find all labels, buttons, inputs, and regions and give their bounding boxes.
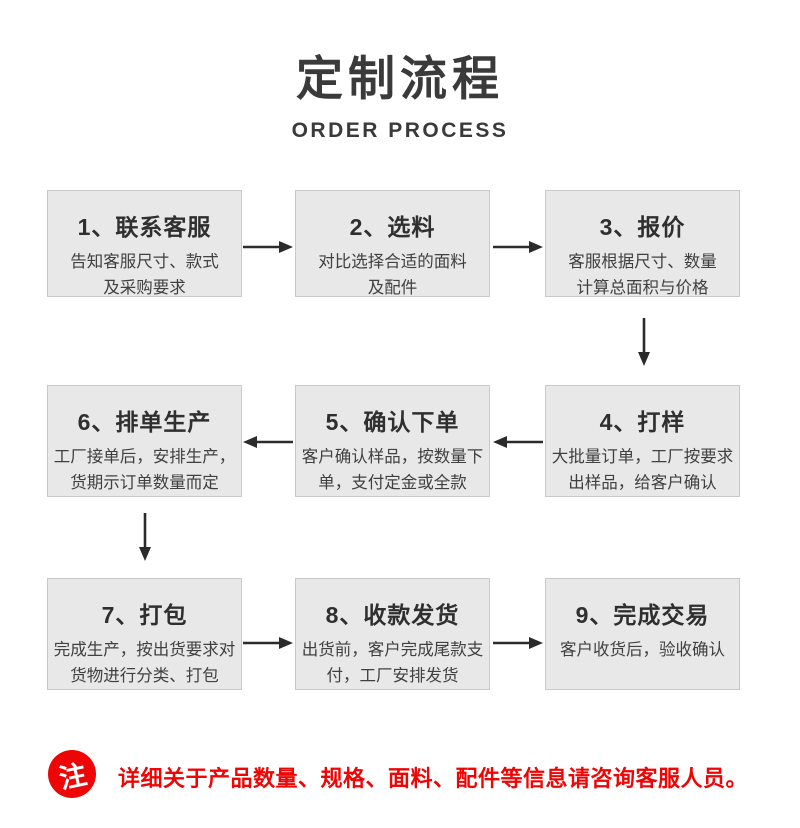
step-9-desc-line1: 客户收货后，验收确认 (560, 641, 725, 659)
step-2-desc-line2: 及配件 (367, 278, 418, 297)
arrow-down-step3-to-step4-icon (636, 318, 652, 366)
arrow-right-step8-to-step9-icon (493, 636, 543, 650)
step-4-desc-line2: 出样品，给客户确认 (568, 473, 717, 492)
page-title: 定制流程 (296, 52, 504, 105)
step-5-title: 5、确认下单 (325, 409, 460, 435)
arrow-right-step7-to-step8-icon (243, 636, 293, 650)
step-7-title: 7、打包 (101, 602, 188, 628)
arrow-right-step1-to-step2-icon (243, 240, 293, 254)
note-badge-icon: 注 (48, 750, 96, 798)
step-3-title: 3、报价 (599, 214, 686, 240)
step-8-title: 8、收款发货 (325, 602, 460, 628)
step-8-desc-line1: 出货前，客户完成尾款支 (301, 641, 484, 659)
step-1-desc-line2: 及采购要求 (103, 278, 186, 297)
step-5-desc-line2: 单，支付定金或全款 (318, 473, 467, 492)
step-3-desc-line1: 客服根据尺寸、数量 (568, 253, 717, 271)
step-box-2: 2、选料 对比选择合适的面料 及配件 (295, 190, 490, 297)
step-8-desc-line2: 付，工厂安排发货 (326, 666, 459, 685)
step-box-7: 7、打包 完成生产，按出货要求对 货物进行分类、打包 (47, 578, 242, 690)
step-box-9: 9、完成交易 客户收货后，验收确认 (545, 578, 740, 690)
step-1-desc-line1: 告知客服尺寸、款式 (70, 253, 219, 271)
step-6-title: 6、排单生产 (77, 409, 212, 435)
step-box-3: 3、报价 客服根据尺寸、数量 计算总面积与价格 (545, 190, 740, 297)
step-4-desc-line1: 大批量订单，工厂按要求 (551, 448, 734, 466)
step-3-desc-line2: 计算总面积与价格 (576, 278, 709, 297)
step-9-title: 9、完成交易 (575, 602, 710, 628)
footer-note: 注 详细关于产品数量、规格、面料、配件等信息请咨询客服人员。 (48, 750, 768, 800)
step-2-title: 2、选料 (349, 214, 436, 240)
step-7-desc-line1: 完成生产，按出货要求对 (53, 641, 236, 659)
step-box-8: 8、收款发货 出货前，客户完成尾款支 付，工厂安排发货 (295, 578, 490, 690)
step-4-title: 4、打样 (599, 409, 686, 435)
step-5-desc-line1: 客户确认样品，按数量下 (301, 448, 484, 466)
step-7-desc-line2: 货物进行分类、打包 (70, 666, 219, 685)
arrow-left-step4-to-step5-icon (493, 435, 543, 449)
arrow-left-step5-to-step6-icon (243, 435, 293, 449)
step-box-4: 4、打样 大批量订单，工厂按要求 出样品，给客户确认 (545, 385, 740, 497)
step-6-desc-line1: 工厂接单后，安排生产， (53, 448, 236, 466)
note-badge-label: 注 (56, 758, 89, 794)
arrow-right-step2-to-step3-icon (493, 240, 543, 254)
step-box-5: 5、确认下单 客户确认样品，按数量下 单，支付定金或全款 (295, 385, 490, 497)
step-6-desc-line2: 货期示订单数量而定 (70, 473, 219, 492)
note-text: 详细关于产品数量、规格、面料、配件等信息请咨询客服人员。 (118, 766, 749, 791)
page-subtitle: ORDER PROCESS (291, 119, 509, 142)
step-box-1: 1、联系客服 告知客服尺寸、款式 及采购要求 (47, 190, 242, 297)
arrow-down-step6-to-step7-icon (137, 513, 153, 561)
step-1-title: 1、联系客服 (77, 214, 212, 240)
step-box-6: 6、排单生产 工厂接单后，安排生产， 货期示订单数量而定 (47, 385, 242, 497)
page-header: 定制流程 ORDER PROCESS (0, 40, 800, 143)
step-2-desc-line1: 对比选择合适的面料 (318, 253, 467, 271)
